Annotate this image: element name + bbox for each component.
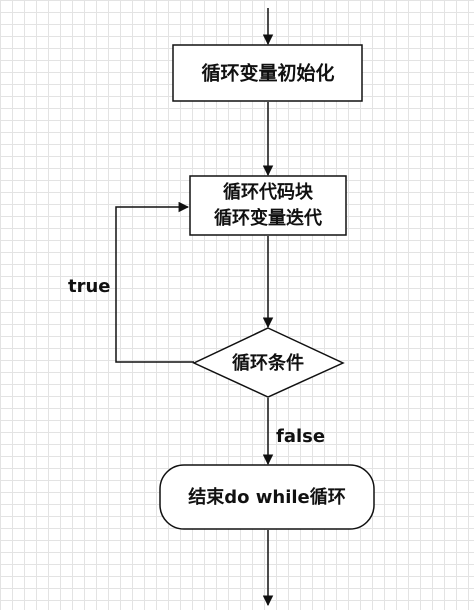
init-node: 循环变量初始化	[172, 44, 363, 102]
condition-diamond	[192, 327, 345, 398]
condition-node: 循环条件	[192, 327, 345, 398]
body-box	[189, 175, 347, 236]
end-box	[159, 464, 375, 530]
true-loop-arrow	[115, 201, 194, 363]
false-edge-label: false	[276, 426, 325, 447]
body-node: 循环代码块 循环变量迭代	[189, 175, 347, 236]
body-label-line2: 循环变量迭代	[214, 207, 322, 229]
body-label-line1: 循环代码块	[223, 181, 314, 203]
init-label: 循环变量初始化	[201, 62, 334, 85]
init-box	[172, 44, 363, 102]
condition-label: 循环条件	[232, 352, 304, 374]
end-node: 结束do while循环	[159, 464, 375, 530]
true-edge-label: true	[68, 276, 111, 297]
end-label: 结束do while循环	[188, 486, 346, 508]
